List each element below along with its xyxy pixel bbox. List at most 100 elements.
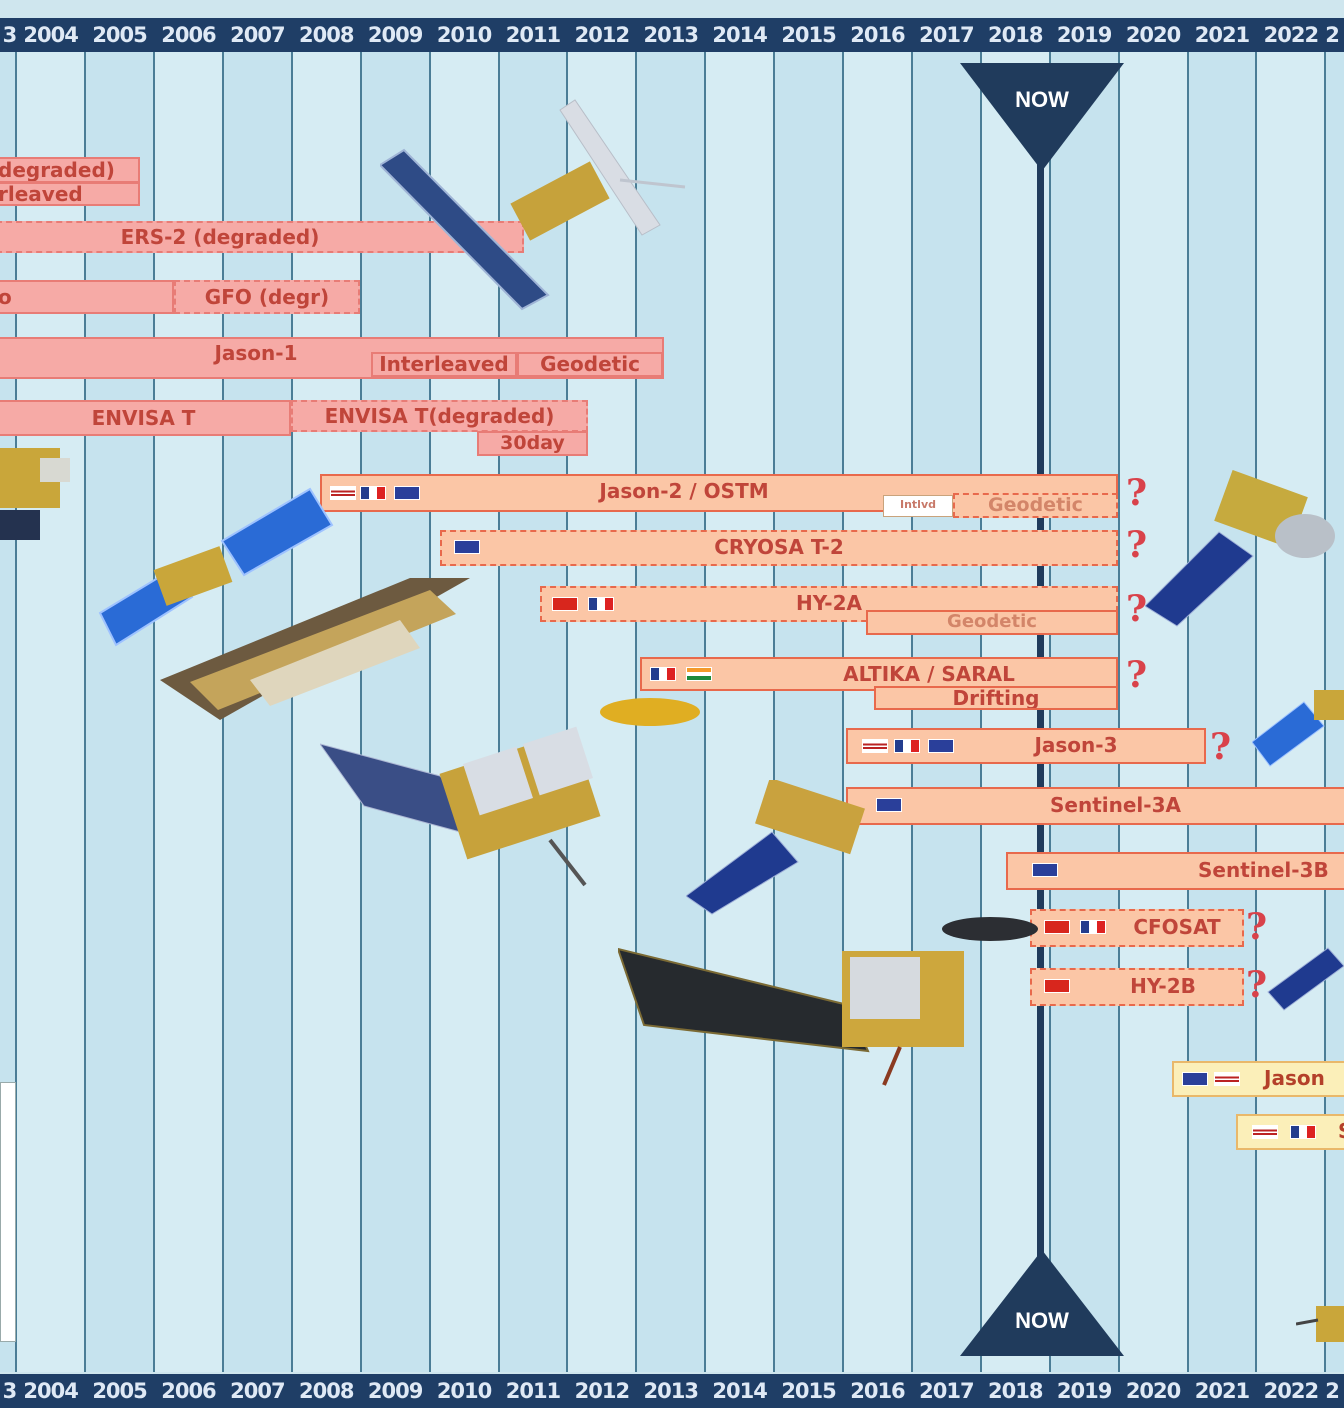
flag-france-altika <box>650 667 676 681</box>
year-label-bottom-2007: 2007 <box>223 1374 292 1408</box>
legend-partial-box <box>0 1082 16 1342</box>
now-marker-top: NOW <box>960 63 1124 171</box>
flag-france-jason2 <box>360 486 386 500</box>
year-label-bottom-2016: 2016 <box>843 1374 912 1408</box>
year-label-bottom-2022: 2022 <box>1256 1374 1325 1408</box>
year-label-bottom-2009: 2009 <box>361 1374 430 1408</box>
flag-eu-sentinel3a <box>876 798 902 812</box>
bar-envisat-degraded: ENVISA T(degraded) <box>291 400 588 432</box>
year-label-bottom-2015: 2015 <box>774 1374 843 1408</box>
cryosat2-question: ? <box>1126 524 1147 566</box>
bar-hy2a-geodetic: Geodetic <box>866 610 1118 635</box>
year-label-top-2023: 2 <box>1325 18 1344 52</box>
jason1-interleaved-label: Interleaved <box>379 352 509 376</box>
altika-question: ? <box>1126 654 1147 696</box>
flag-china-cfosat <box>1044 920 1070 934</box>
year-label-top-2013: 2013 <box>636 18 705 52</box>
year-column-2020 <box>1119 52 1188 1372</box>
bar-envisat: ENVISA T <box>0 400 291 436</box>
now-line <box>1037 150 1044 1300</box>
hy2b-label: HY-2B <box>1130 974 1196 998</box>
year-label-top-2021: 2021 <box>1188 18 1257 52</box>
year-label-bottom-2010: 2010 <box>430 1374 499 1408</box>
year-divider-2018 <box>980 52 982 1372</box>
year-label-top-2018: 2018 <box>981 18 1050 52</box>
bar-altika-drifting: Drifting <box>874 686 1118 710</box>
year-label-top-2009: 2009 <box>361 18 430 52</box>
year-column-2019 <box>1050 52 1119 1372</box>
jason1-geodetic-label: Geodetic <box>540 352 640 376</box>
year-divider-2015 <box>773 52 775 1372</box>
flag-usa-jason-cs <box>1214 1072 1240 1086</box>
sentinel3a-satellite-image <box>320 690 700 890</box>
year-label-bottom-2021: 2021 <box>1188 1374 1257 1408</box>
year-label-bottom-2018: 2018 <box>981 1374 1050 1408</box>
year-label-top-2005: 2005 <box>85 18 154 52</box>
jason-cs-satellite-image <box>1145 470 1344 630</box>
flag-france-swot <box>1290 1125 1316 1139</box>
year-column-2015 <box>774 52 843 1372</box>
year-label-top-2012: 2012 <box>567 18 636 52</box>
year-label-bottom-2019: 2019 <box>1050 1374 1119 1408</box>
year-column-2016 <box>843 52 912 1372</box>
year-label-bottom-2008: 2008 <box>292 1374 361 1408</box>
year-label-top-2016: 2016 <box>843 18 912 52</box>
ers2-label: ERS-2 (degraded) <box>121 225 320 249</box>
year-label-bottom-2004: 2004 <box>16 1374 85 1408</box>
year-label-top-2006: 2006 <box>154 18 223 52</box>
hy2b-satellite-partial-image <box>1264 926 1344 1016</box>
year-label-bottom-2006: 2006 <box>154 1374 223 1408</box>
year-label-top-2020: 2020 <box>1119 18 1188 52</box>
bar-envisat-30day: 30day <box>477 431 588 456</box>
year-divider-2020 <box>1118 52 1120 1372</box>
year-label-bottom-2012: 2012 <box>567 1374 636 1408</box>
flag-usa-jason3 <box>862 739 888 753</box>
year-divider-2017 <box>911 52 913 1372</box>
swot-partial-label: S <box>1338 1119 1344 1143</box>
flag-france-cfosat <box>1080 920 1106 934</box>
jason3-label: Jason-3 <box>1034 733 1117 757</box>
envisat-satellite-partial-image <box>0 438 80 543</box>
year-label-bottom-2003: 3 <box>0 1374 16 1408</box>
envisat-label: ENVISA T <box>92 406 196 430</box>
bar-ers1-interleaved: rleaved <box>0 182 140 206</box>
bar-cryosat2: CRYOSA T-2 <box>440 530 1118 566</box>
year-label-top-2011: 2011 <box>499 18 568 52</box>
bar-jason2-intlvd: Intlvd <box>883 495 953 517</box>
year-label-top-2019: 2019 <box>1050 18 1119 52</box>
year-label-top-2003: 3 <box>0 18 16 52</box>
jason3-satellite-image <box>618 905 1038 1090</box>
altika-label: ALTIKA / SARAL <box>843 662 1015 686</box>
year-label-bottom-2017: 2017 <box>912 1374 981 1408</box>
year-label-bottom-2014: 2014 <box>705 1374 774 1408</box>
flag-eu-jason-cs <box>1182 1072 1208 1086</box>
year-label-bottom-2013: 2013 <box>636 1374 705 1408</box>
altika-drifting-label: Drifting <box>953 686 1040 710</box>
flag-india-altika <box>686 667 712 681</box>
now-label-bottom: NOW <box>1015 1308 1069 1333</box>
envisat-30day-label: 30day <box>500 432 565 454</box>
bar-jason1-geodetic: Geodetic <box>517 352 663 377</box>
year-label-top-2014: 2014 <box>705 18 774 52</box>
now-label-top: NOW <box>1015 87 1069 112</box>
flag-france-hy2a <box>588 597 614 611</box>
year-label-top-2008: 2008 <box>292 18 361 52</box>
bar-sentinel3a: Sentinel-3A <box>846 787 1344 825</box>
year-label-bottom-2020: 2020 <box>1119 1374 1188 1408</box>
ers1-interleaved-label: rleaved <box>0 182 83 206</box>
flag-eu-sentinel3b <box>1032 863 1058 877</box>
year-label-top-2010: 2010 <box>430 18 499 52</box>
year-axis-top: 3200420052006200720082009201020112012201… <box>0 18 1344 52</box>
gfo-label: o <box>0 285 12 309</box>
swot-satellite-image <box>1252 686 1344 768</box>
bar-gfo: o <box>0 280 174 314</box>
year-label-bottom-2005: 2005 <box>85 1374 154 1408</box>
year-divider-2014 <box>704 52 706 1372</box>
bar-jason2-geodetic: Geodetic <box>953 493 1118 518</box>
year-label-top-2022: 2022 <box>1256 18 1325 52</box>
year-label-top-2007: 2007 <box>223 18 292 52</box>
envisat-degraded-label: ENVISA T(degraded) <box>325 404 555 428</box>
hy2a-question: ? <box>1126 588 1147 630</box>
